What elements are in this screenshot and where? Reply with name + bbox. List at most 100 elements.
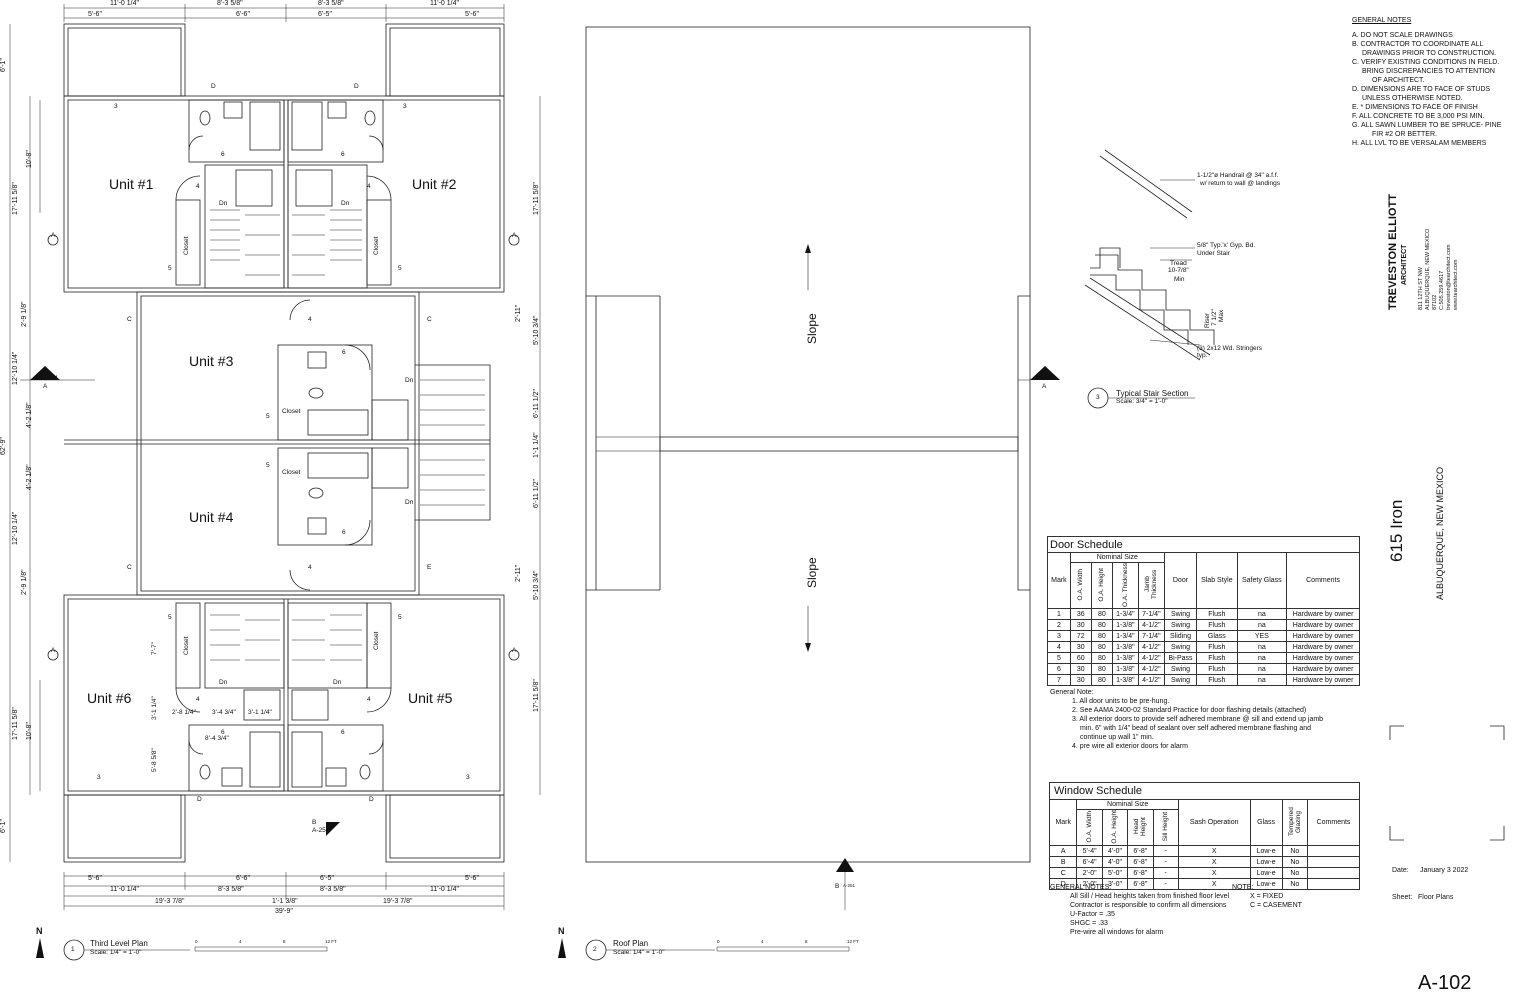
table-cell: 80 [1090,641,1113,653]
door-tag: 6 [221,729,225,736]
door-tag: 6 [341,151,345,158]
table-cell: Swing [1163,674,1198,686]
north-label: N [558,926,565,936]
window-tag: C [427,316,432,323]
table-cell [1307,845,1360,857]
scale-bar-label: 4 [761,939,764,944]
stringer-note: typ. [1197,352,1208,359]
table-cell: 2'-0" [1076,878,1103,890]
plan-number: 2 [593,946,597,953]
sheet-number: A-102 [1418,972,1472,994]
window-tag: D [369,796,374,803]
col-header: O.A. Height [1101,809,1129,846]
window-tag: E [427,564,432,571]
section-tag: A-251 [1040,375,1053,380]
table-cell: na [1236,608,1288,620]
unit-label: Unit #6 [87,690,132,706]
table-cell [1307,878,1360,890]
dim-left: 6'-1" [0,58,7,72]
architect-address: 811 12TH ST NW [1418,267,1424,310]
plan-number: 1 [71,946,75,953]
table-cell: 3 [1047,630,1071,642]
dim-top2: 5'-6" [88,11,102,18]
plan-scale: Scale: 1/4" = 1'-0" [613,949,665,956]
col-header: Mark [1048,799,1078,846]
section-tag: B [835,883,840,890]
note-item: C. VERIFY EXISTING CONDITIONS IN FIELD. [1352,59,1500,66]
table-cell: Hardware by owner [1286,641,1360,653]
handrail-note: w/ return to wall @ landings [1200,180,1280,187]
table-cell: 60 [1069,652,1092,664]
dim-right: 5'-10 3/4" [533,570,540,600]
col-header: Glass [1249,799,1283,846]
window-tag: D [211,83,216,90]
table-cell: 1-3/4" [1111,608,1139,620]
table-cell: Hardware by owner [1286,608,1360,620]
door-tag: 5 [168,265,172,272]
table-cell: Flush [1196,652,1238,664]
window-tag: A [512,232,517,239]
scale-bar-label: 12 FT [325,939,337,944]
dim-top2: 6'-6" [236,11,250,18]
table-cell: 72 [1069,630,1092,642]
dim-left: 12'-10 1/4" [12,511,19,545]
project-name: 615 Iron [1387,499,1406,562]
section-tag: A-251 [41,375,59,382]
col-header: Jamb Thickness [1137,562,1165,609]
room-closet: Closet [373,631,380,650]
dim-bottom: 6'-6" [236,875,250,882]
architect-address: ALBUQUERQUE, NEW MEXICO [1425,228,1431,310]
architect-website: www.tearchitect.com [1453,259,1459,310]
dim-right: 2'-11" [515,304,522,322]
dim-inner: 3'-4 3/4" [212,709,236,716]
sheet-value: Floor Plans [1418,894,1454,901]
table-cell: na [1236,619,1288,631]
plan-title: Roof Plan [613,939,649,948]
unit-label: Unit #2 [412,176,457,192]
window-schedule-title: Window Schedule [1054,785,1143,797]
detail-number: 3 [1096,394,1100,401]
stringer-note: (3) 2x12 Wd. Stringers [1197,345,1263,352]
window-tag: A [51,647,56,654]
riser-note: Max [1218,309,1225,322]
window-tag: C [127,564,132,571]
dim-top: 11'-0 1/4" [110,0,139,7]
window-legend-item: C = CASEMENT [1250,902,1302,909]
plan-title: Third Level Plan [90,939,148,948]
general-notes-title: GENERAL NOTES [1352,17,1412,24]
col-header: Tempered Glazing [1281,799,1309,846]
table-cell: Sliding [1163,630,1198,642]
dim-inner: 7'-7" [151,642,158,655]
table-cell: 30 [1069,619,1092,631]
col-header: Sill Height [1152,809,1179,846]
table-cell: YES [1236,630,1288,642]
note-item: F. ALL CONCRETE TO BE 3,000 PSI MIN. [1352,113,1485,120]
table-cell: 5'-4" [1076,845,1103,857]
table-cell: 6'-8" [1127,867,1154,879]
table-cell: 1-3/8" [1111,641,1139,653]
dim-left: 62'-9" [0,437,7,455]
tread-note: Tread [1170,260,1187,267]
architect-zip: 87102 [1432,294,1438,310]
room-closet: Closet [282,408,301,415]
dim-left: 12'-10 1/4" [12,351,19,385]
dim-bottom2: 8'-3 5/8" [320,886,346,893]
dim-bottom2: 11'-0 1/4" [430,886,459,893]
col-header-text: Head Height [1133,817,1148,836]
door-tag: 6 [342,349,346,356]
dim-bottom3: 1'-1 3/8" [272,898,298,905]
dim-inner: 3'-1 1/4" [151,696,158,720]
date-label: Date: [1392,867,1409,874]
window-note: All Sill / Head heights taken from finis… [1070,893,1230,900]
slope-label: Slope [805,557,819,588]
table-cell: 4'-0" [1101,845,1129,857]
door-tag: 6 [342,529,346,536]
dim-left: 4'-2 1/8" [26,402,33,428]
dim-right: 2'-11" [515,564,522,582]
door-note: 4. pre wire all exterior doors for alarm [1072,743,1188,750]
table-cell: 1-3/8" [1111,652,1139,664]
door-note: min. 6" with 1/4" bead of sealant over s… [1080,725,1312,732]
